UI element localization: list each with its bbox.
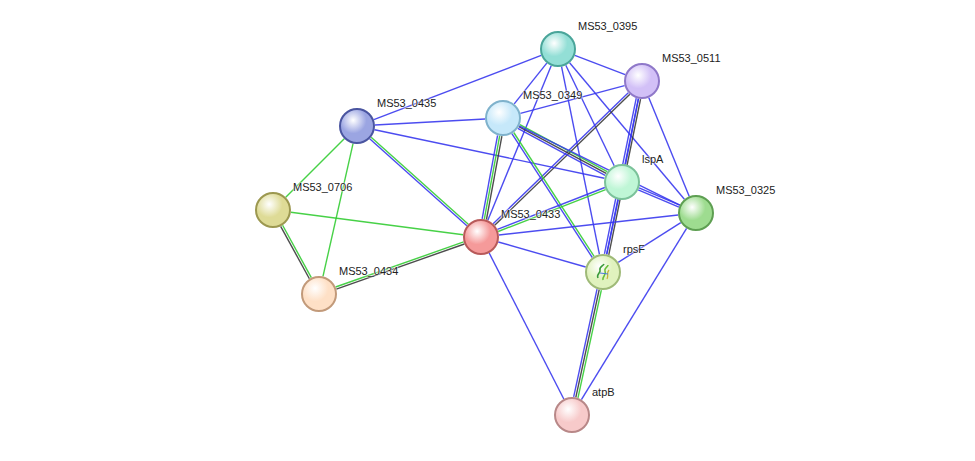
edge-line — [581, 228, 686, 399]
node-label: MS53_0433 — [501, 208, 560, 221]
edge-line — [283, 225, 312, 277]
protein-node: MS53_0395 — [540, 31, 576, 67]
edge-line — [323, 144, 353, 277]
protein-node: atpB — [554, 397, 590, 433]
edge-line — [576, 290, 599, 398]
edge-line — [519, 127, 606, 174]
interaction-edge — [291, 212, 463, 234]
node-label: MS53_0325 — [716, 184, 775, 197]
edge-line — [489, 253, 564, 399]
protein-node: rpsF — [585, 254, 621, 290]
interaction-edge — [574, 289, 602, 398]
edge-line — [570, 63, 685, 199]
interaction-edge — [607, 200, 619, 255]
edge-line — [638, 190, 679, 207]
edge-line — [607, 200, 619, 255]
interaction-edge — [281, 225, 312, 278]
interaction-edge — [375, 119, 485, 125]
protein-node: MS53_0325 — [678, 195, 714, 231]
edge-line — [370, 139, 467, 226]
edge-line — [519, 126, 680, 205]
node-label: MS53_0435 — [377, 97, 436, 110]
edge-line — [520, 86, 624, 114]
edge-line — [497, 188, 604, 230]
edge-line — [512, 134, 592, 258]
node-label: lspA — [642, 153, 663, 166]
node-label: MS53_0434 — [339, 265, 398, 278]
edge-line — [574, 289, 597, 397]
interaction-edge — [638, 188, 680, 207]
interaction-edge — [336, 242, 465, 289]
node-label: atpB — [592, 386, 615, 399]
protein-node: MS53_0433 — [463, 219, 499, 255]
interaction-edge — [581, 228, 686, 399]
protein-node: lspA — [604, 164, 640, 200]
edge-line — [291, 212, 463, 234]
interaction-edge — [618, 223, 681, 263]
node-label: MS53_0349 — [523, 89, 582, 102]
interaction-edge — [488, 66, 551, 221]
edge-line — [336, 244, 464, 289]
interaction-edge — [575, 55, 625, 74]
interaction-edge — [498, 242, 585, 267]
edge-line — [484, 136, 499, 220]
node-label: MS53_0511 — [662, 52, 721, 65]
edge-line — [578, 290, 601, 398]
edge-line — [488, 66, 551, 221]
edge-line — [566, 65, 614, 166]
edge-line — [639, 188, 680, 205]
interaction-edge — [519, 126, 680, 205]
interaction-edge — [570, 63, 685, 199]
node-label: MS53_0706 — [293, 181, 352, 194]
edge-line — [371, 137, 468, 224]
interaction-edge — [604, 98, 640, 255]
edge-line — [649, 98, 689, 197]
edge-line — [514, 132, 594, 256]
edge-line — [336, 242, 464, 287]
node-label: rpsF — [623, 243, 645, 256]
protein-node: MS53_0434 — [301, 276, 337, 312]
edge-line — [281, 226, 310, 278]
edge-line — [486, 136, 501, 220]
interaction-edge — [566, 65, 614, 166]
protein-node: MS53_0706 — [255, 192, 291, 228]
interaction-edge — [489, 253, 564, 399]
edge-line — [482, 135, 497, 219]
edge-line — [498, 242, 585, 267]
interaction-edge — [323, 144, 353, 277]
protein-structure-icon — [593, 261, 615, 283]
interaction-edge — [520, 86, 624, 114]
protein-node: MS53_0435 — [339, 108, 375, 144]
edge-line — [575, 55, 625, 74]
interaction-edge — [482, 135, 502, 219]
protein-node: MS53_0511 — [624, 63, 660, 99]
interaction-edge — [370, 137, 469, 226]
protein-node: MS53_0349 — [485, 100, 521, 136]
edge-line — [375, 119, 485, 125]
node-label: MS53_0395 — [578, 20, 637, 33]
edge-line — [618, 223, 681, 263]
edge-line — [518, 128, 605, 175]
interaction-edge — [512, 132, 594, 257]
interaction-edge — [649, 98, 689, 197]
